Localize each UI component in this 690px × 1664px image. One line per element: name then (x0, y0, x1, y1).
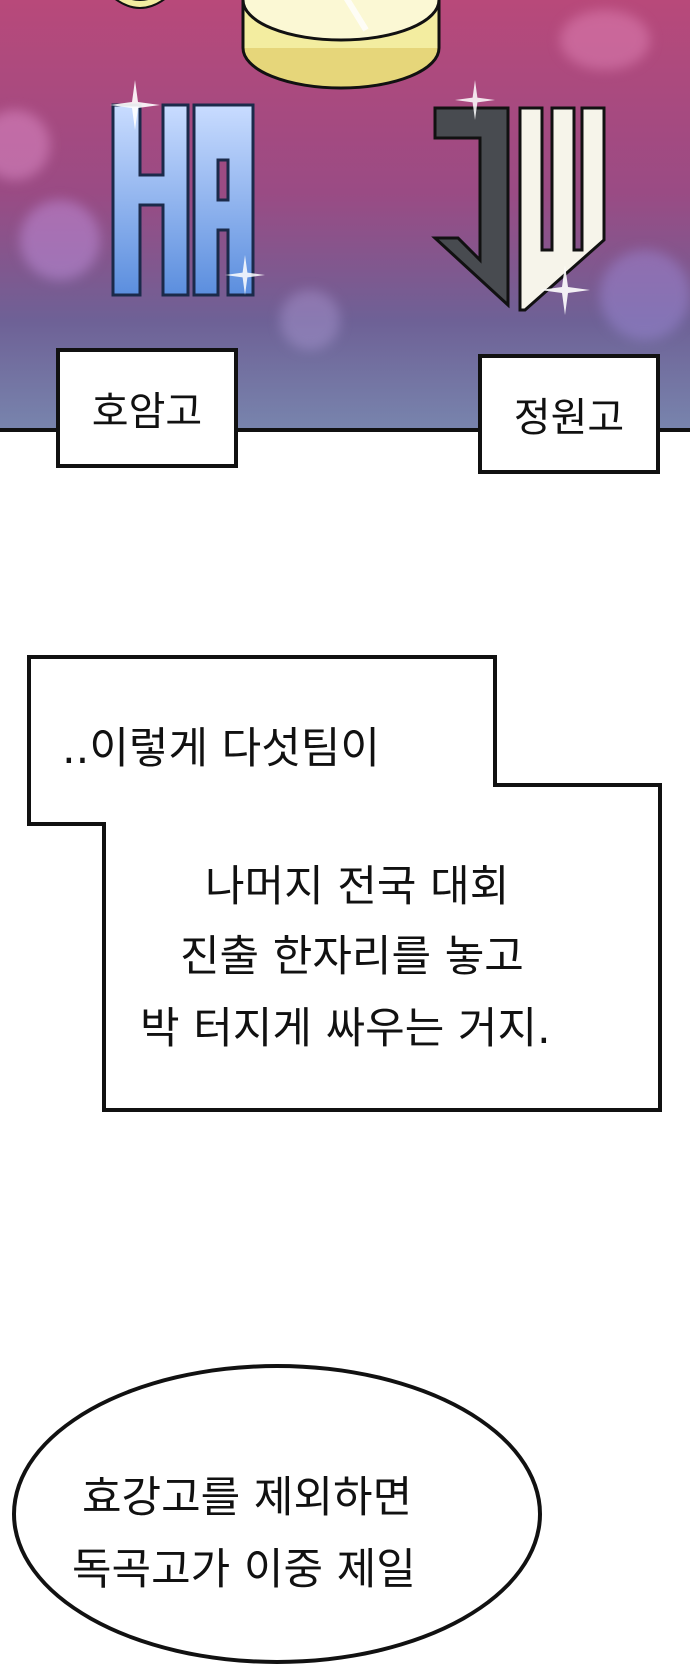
caption-line-3: 진출 한자리를 놓고 (180, 932, 524, 982)
caption-line-2: 나머지 전국 대회 (205, 862, 510, 912)
jw-logo-icon (431, 106, 606, 312)
caption-line-1: ..이렇게 다섯팀이 (62, 724, 380, 774)
sparkle-icon (225, 255, 265, 295)
left-school-label: 호암고 (56, 348, 238, 468)
sparkle-icon (110, 80, 160, 130)
bokeh-light (560, 10, 650, 70)
caption-line-4: 박 터지게 싸우는 거지. (140, 1004, 551, 1054)
bokeh-light (600, 250, 690, 340)
right-school-label: 정원고 (478, 354, 660, 474)
gold-coin-icon (241, 0, 441, 90)
bokeh-light (280, 290, 340, 350)
speech-line-2: 독곡고가 이중 제일 (72, 1545, 416, 1595)
sparkle-icon (540, 265, 590, 315)
right-school-name: 정원고 (513, 395, 625, 441)
ha-logo-icon (111, 103, 255, 297)
bokeh-light (20, 200, 100, 280)
speech-line-1: 효강고를 제외하면 (82, 1473, 413, 1523)
gold-coin-small-icon (115, 0, 165, 9)
narration-caption-box (27, 655, 662, 1112)
left-school-name: 호암고 (91, 389, 203, 435)
sparkle-icon (455, 80, 495, 120)
